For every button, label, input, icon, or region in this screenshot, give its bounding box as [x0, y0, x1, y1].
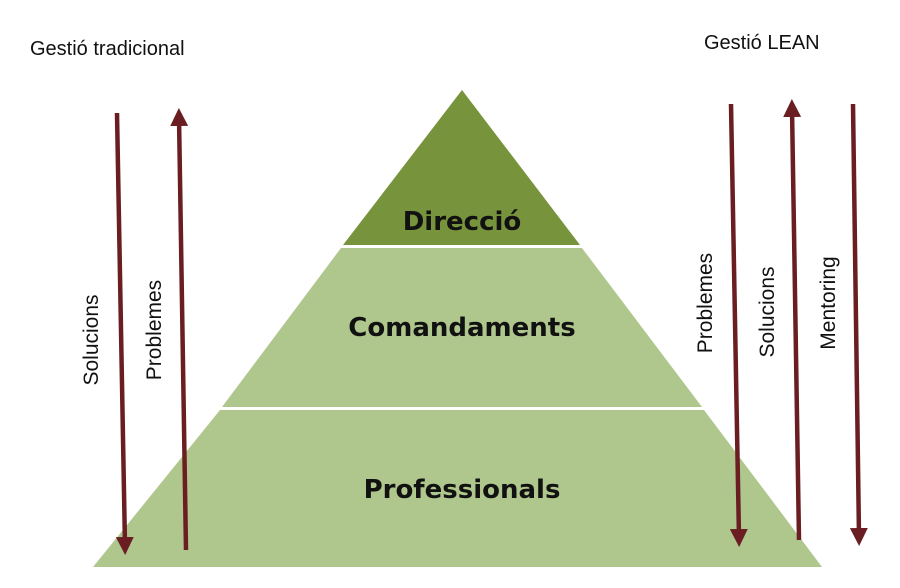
title-gestio-tradicional: Gestió tradicional — [30, 38, 185, 60]
label-solucions-left: Solucions — [80, 294, 103, 386]
label-solucions-right: Solucions — [756, 266, 779, 358]
label-problemes-left: Problemes — [143, 279, 166, 381]
arrow-mentoring-down-right — [849, 103, 868, 546]
arrow-problemes-down-right — [728, 103, 748, 547]
tier-label-professionals: Professionals — [364, 475, 561, 505]
pyramid-tier-comandaments — [222, 248, 702, 407]
title-gestio-lean: Gestió LEAN — [704, 32, 820, 54]
arrow-problemes-up-left — [170, 108, 189, 551]
pyramid-tier-professionals — [93, 410, 822, 567]
tier-label-direccio: Direcció — [403, 207, 522, 237]
arrow-solucions-up-right — [783, 99, 802, 541]
pyramid-tier-direccio — [343, 90, 580, 245]
tier-label-comandaments: Comandaments — [348, 313, 575, 343]
label-problemes-right: Problemes — [694, 252, 717, 354]
arrow-solucions-down-left — [114, 112, 134, 555]
label-mentoring-right: Mentoring — [817, 256, 840, 350]
